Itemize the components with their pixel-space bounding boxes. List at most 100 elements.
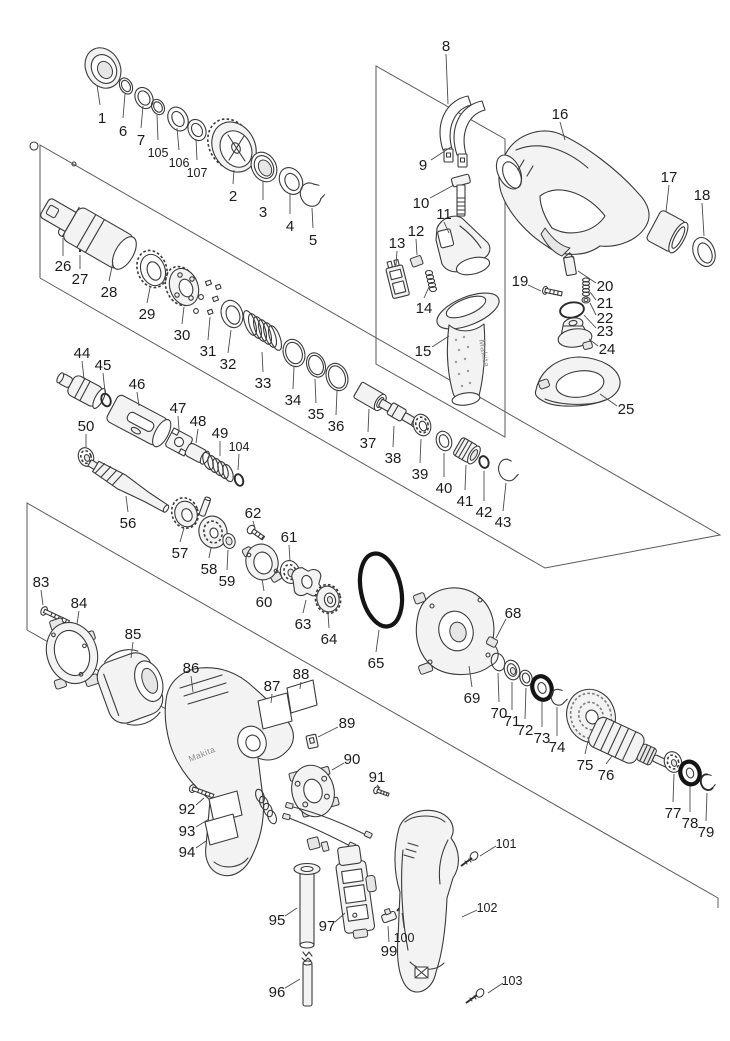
part-91-drawing xyxy=(373,786,390,797)
leader-line-68 xyxy=(495,618,507,639)
leader-line-8 xyxy=(445,53,449,105)
leader-line-38 xyxy=(392,425,395,448)
part-73-drawing xyxy=(530,674,554,702)
part-46-drawing xyxy=(106,394,172,448)
part-label-27: 27 xyxy=(72,271,89,288)
part-59-drawing xyxy=(222,533,236,549)
part-label-14: 14 xyxy=(416,300,433,317)
leader-line-86 xyxy=(190,675,194,693)
part-38-drawing xyxy=(378,399,419,428)
part-34-drawing xyxy=(282,338,306,368)
part-label-106: 106 xyxy=(169,156,190,170)
part-label-37: 37 xyxy=(360,435,377,452)
leader-line-35 xyxy=(314,378,317,404)
part-label-1: 1 xyxy=(98,110,106,127)
leader-line-44 xyxy=(81,360,85,380)
part-label-99: 99 xyxy=(381,943,398,960)
part-14-drawing xyxy=(424,269,438,293)
leader-line-31 xyxy=(207,316,211,341)
part-103-drawing xyxy=(465,988,485,1004)
part-label-50: 50 xyxy=(78,418,95,435)
part-label-46: 46 xyxy=(129,376,146,393)
part-label-103: 103 xyxy=(502,974,523,988)
leader-line-62 xyxy=(252,520,256,529)
leader-line-12 xyxy=(415,238,418,256)
leader-line-76 xyxy=(605,755,613,765)
part-77-drawing xyxy=(663,751,683,773)
part-label-43: 43 xyxy=(495,514,512,531)
part-33-drawing xyxy=(242,310,283,351)
leader-line-99 xyxy=(387,925,390,943)
leader-line-18 xyxy=(701,202,705,237)
part-105-drawing xyxy=(150,98,166,116)
part-label-47: 47 xyxy=(170,400,187,417)
leader-line-47 xyxy=(177,415,180,431)
part-label-73: 73 xyxy=(534,730,551,747)
part-label-10: 10 xyxy=(413,195,430,212)
part-label-6: 6 xyxy=(119,123,127,140)
part-label-105: 105 xyxy=(148,146,169,160)
part-56-drawing xyxy=(87,459,170,513)
leader-line-20 xyxy=(577,270,597,284)
part-94-drawing xyxy=(204,813,239,846)
leader-line-22 xyxy=(589,302,597,316)
part-30-drawing xyxy=(164,265,200,307)
part-label-84: 84 xyxy=(71,595,88,612)
leader-line-94 xyxy=(195,840,207,849)
leader-line-58 xyxy=(208,547,212,559)
part-label-16: 16 xyxy=(552,106,569,123)
leader-line-36 xyxy=(335,390,338,416)
part-18-drawing xyxy=(692,236,716,268)
part-label-58: 58 xyxy=(201,561,218,578)
leader-line-69 xyxy=(468,665,473,688)
part-label-62: 62 xyxy=(245,505,262,522)
part-6-drawing xyxy=(118,77,134,95)
leader-line-64 xyxy=(327,612,330,629)
leader-line-59 xyxy=(226,549,229,571)
part-13-drawing xyxy=(385,258,410,299)
part-10-drawing xyxy=(450,173,471,217)
part-68-drawing xyxy=(485,636,499,648)
part-label-88: 88 xyxy=(293,666,310,683)
part-label-34: 34 xyxy=(285,392,302,409)
part-58-drawing xyxy=(198,496,228,549)
leader-line-101 xyxy=(479,845,497,857)
part-label-97: 97 xyxy=(319,918,336,935)
leader-line-96 xyxy=(284,978,301,989)
part-label-45: 45 xyxy=(95,357,112,374)
leader-line-103 xyxy=(487,982,504,994)
part-96-drawing xyxy=(301,957,313,1007)
part-label-91: 91 xyxy=(369,769,386,786)
part-label-101: 101 xyxy=(496,837,517,851)
part-43-drawing xyxy=(498,458,519,482)
part-48-drawing xyxy=(184,442,210,465)
part-label-59: 59 xyxy=(219,573,236,590)
part-88-drawing xyxy=(286,679,318,714)
leader-line-97 xyxy=(334,912,346,923)
part-label-64: 64 xyxy=(321,631,338,648)
part-42-drawing xyxy=(478,455,490,469)
leader-line-56 xyxy=(125,495,129,513)
part-64-drawing xyxy=(314,583,342,615)
part-95-drawing xyxy=(293,862,321,957)
part-label-71: 71 xyxy=(504,713,521,730)
leader-line-89 xyxy=(317,726,339,738)
part-label-44: 44 xyxy=(74,345,91,362)
part-label-32: 32 xyxy=(220,356,237,373)
leader-line-84 xyxy=(76,610,80,625)
part-label-24: 24 xyxy=(599,341,616,358)
leader-line-32 xyxy=(227,329,232,354)
part-24-drawing xyxy=(557,317,593,350)
part-label-25: 25 xyxy=(618,401,635,418)
part-label-8: 8 xyxy=(442,38,450,55)
part-label-57: 57 xyxy=(172,545,189,562)
part-label-90: 90 xyxy=(344,751,361,768)
leader-line-34 xyxy=(292,366,295,390)
leader-line-30 xyxy=(181,306,185,325)
part-label-49: 49 xyxy=(212,425,229,442)
part-17-drawing xyxy=(646,210,689,254)
part-label-63: 63 xyxy=(295,616,312,633)
leader-line-87 xyxy=(270,693,273,704)
leader-line-43 xyxy=(502,482,507,512)
